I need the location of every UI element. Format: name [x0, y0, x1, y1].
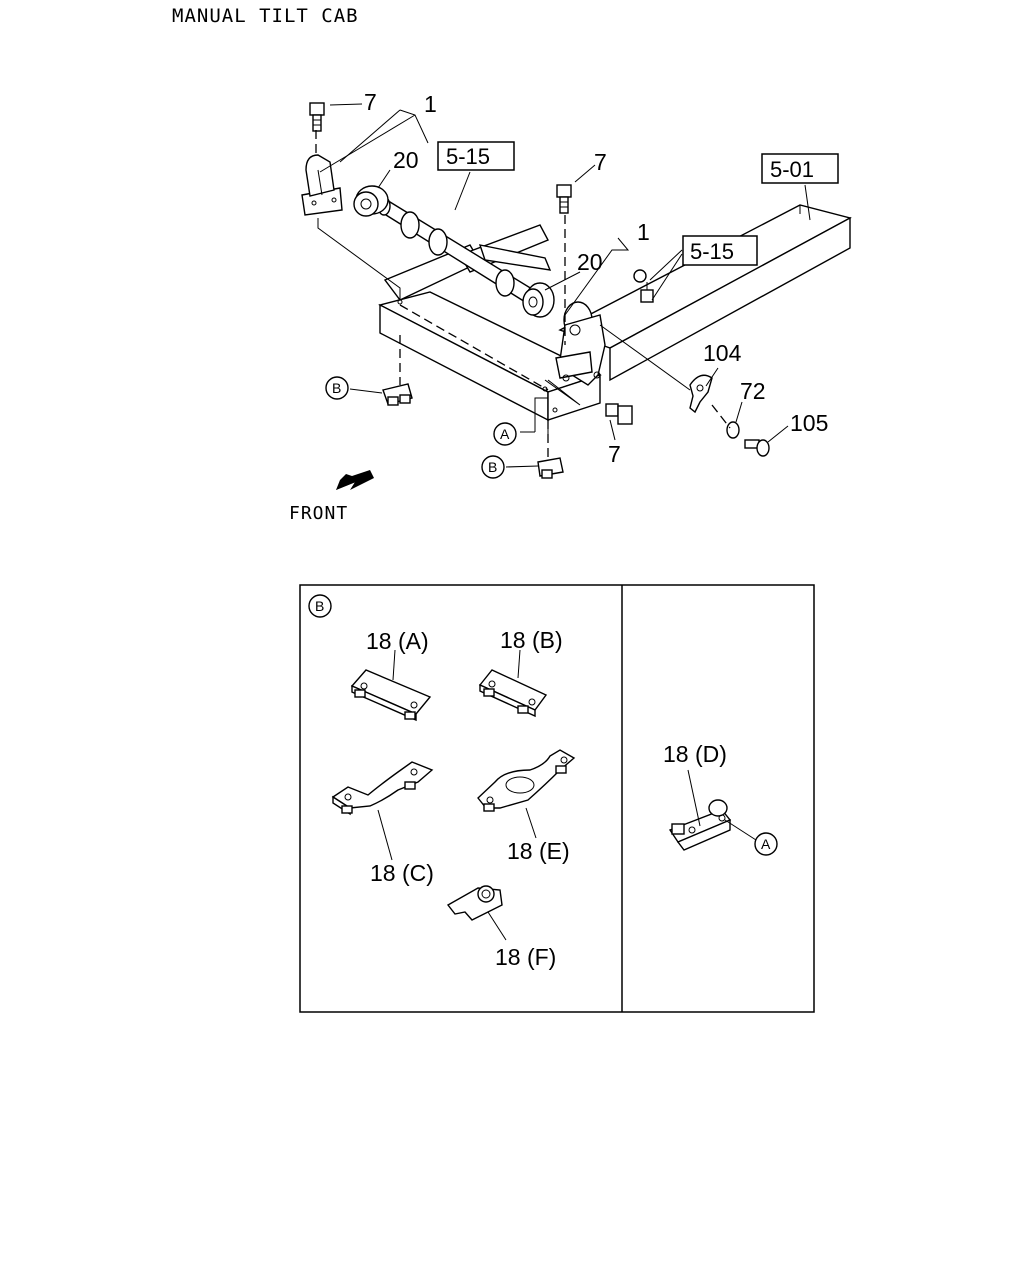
part-18d-label: 18 (D): [663, 741, 727, 767]
bushing-center: [522, 282, 555, 318]
part-18e-label: 18 (E): [507, 838, 570, 864]
detail-box: B 18 (A) 18 (B): [299, 584, 815, 1013]
detail-marker-a: [754, 832, 778, 856]
callout-washer: 72: [740, 378, 766, 404]
bracket-left: [301, 154, 343, 216]
torsion-shaft: [376, 196, 552, 311]
part-18a: [350, 649, 432, 722]
part-18e: [477, 749, 576, 839]
dashed-lines: [315, 130, 731, 458]
marker-b-left-label: B: [332, 380, 341, 396]
ref-box-515-top: [437, 141, 515, 171]
lever: [689, 374, 713, 414]
detail-marker: [308, 594, 332, 618]
mount-foot-left: [382, 383, 413, 406]
part-18f: [446, 885, 507, 941]
marker-b-lower: [481, 455, 505, 479]
callout-bolt-center: 7: [594, 149, 607, 175]
callout-lever: 104: [703, 340, 742, 366]
detail-marker-a-label: A: [761, 836, 771, 852]
part-18f-label: 18 (F): [495, 944, 556, 970]
bolt-right: [744, 439, 770, 457]
part-18c: [331, 761, 434, 861]
part-18a-label: 18 (A): [366, 628, 429, 654]
part-18b-label: 18 (B): [500, 627, 563, 653]
marker-a-lower-label: A: [500, 426, 510, 442]
detail-marker-label: B: [315, 598, 324, 614]
part-18b: [478, 649, 548, 718]
front-label: FRONT: [289, 503, 348, 524]
ref-box-515-right: [682, 235, 758, 266]
leader-lines: [317, 103, 811, 468]
main-assembly: FRONT 7 1 20 7 1 20 104 72 105 7 5-15 5-…: [289, 89, 852, 524]
nut-small: [633, 269, 654, 303]
part-18c-label: 18 (C): [370, 860, 434, 886]
callout-bracket-center: 1: [637, 219, 650, 245]
bolt-top-left: [309, 102, 325, 132]
callout-bushing-center: 20: [577, 249, 603, 275]
bolt-lower: [605, 403, 633, 425]
bracket-center: [555, 301, 606, 386]
ref-515-right: 5-15: [690, 239, 734, 264]
callout-bolt-right: 105: [790, 410, 828, 436]
mount-foot-lower: [537, 457, 564, 479]
washer: [726, 421, 740, 439]
front-arrow-icon: [336, 470, 374, 490]
callout-bushing-left: 20: [393, 147, 419, 173]
ref-box-501: [761, 153, 839, 184]
marker-b-left: [325, 376, 349, 400]
bolt-center: [556, 184, 572, 214]
ref-501: 5-01: [770, 157, 814, 182]
callout-bolt-top-left: 7: [364, 89, 377, 115]
marker-b-lower-label: B: [488, 459, 497, 475]
part-18d: [668, 769, 757, 851]
diagram-title: MANUAL TILT CAB: [172, 5, 359, 27]
ref-515-top: 5-15: [446, 144, 490, 169]
callout-bolt-lower: 7: [608, 441, 621, 467]
callout-bracket-top: 1: [424, 91, 437, 117]
marker-a-lower: [493, 422, 517, 446]
bushing-left: [353, 185, 389, 217]
